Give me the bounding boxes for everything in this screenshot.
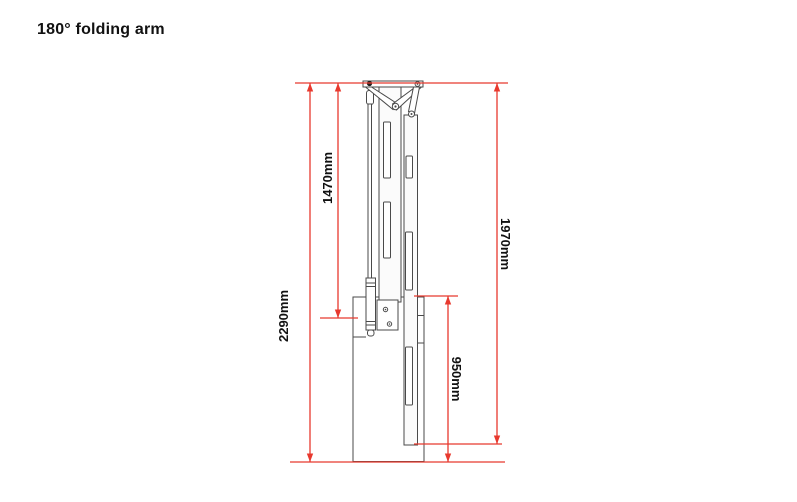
dimension-label-fold-height: 1470mm xyxy=(320,152,335,204)
barrier-structure xyxy=(352,80,425,462)
mounting-bracket xyxy=(376,299,399,331)
dimension-label-column-height: 1970mm xyxy=(498,218,513,270)
arrow-up-icon xyxy=(444,296,452,305)
arrow-up-icon xyxy=(493,83,501,92)
gas-spring-actuator xyxy=(365,90,376,337)
arrow-down-icon xyxy=(493,435,501,444)
front-column xyxy=(378,86,402,303)
arrow-down-icon xyxy=(306,453,314,462)
dimension-label-total-height: 2290mm xyxy=(276,290,291,342)
dimension-label-base-height: 950mm xyxy=(449,357,464,402)
arrow-down-icon xyxy=(334,309,342,318)
dimension-base-height: 950mm xyxy=(414,295,464,462)
arrow-up-icon xyxy=(334,83,342,92)
dimension-fold-height: 1470mm xyxy=(320,83,358,319)
dimension-column-height: 1970mm xyxy=(414,83,513,445)
arrow-down-icon xyxy=(444,453,452,462)
top-pivot-bracket xyxy=(362,80,424,118)
rear-column xyxy=(403,114,418,446)
drawing-title: 180° folding arm xyxy=(37,21,165,38)
arrow-up-icon xyxy=(306,83,314,92)
dimension-lines: 2290mm 1470mm 1970mm xyxy=(276,82,513,463)
dimension-total-height: 2290mm xyxy=(276,83,314,462)
